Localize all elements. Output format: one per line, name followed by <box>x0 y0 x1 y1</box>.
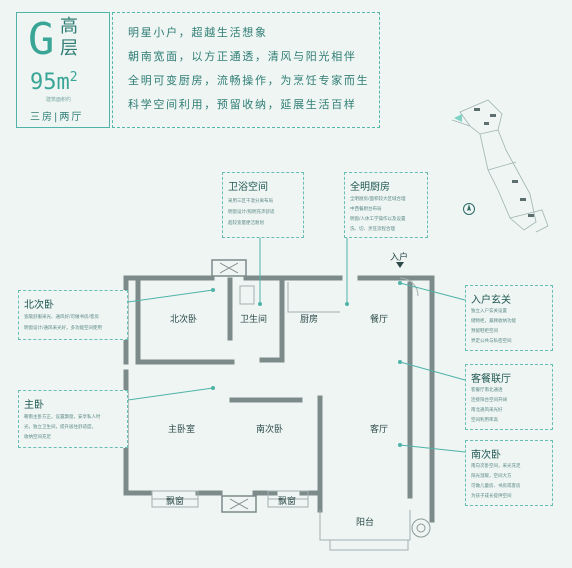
callout-line: 空间利用率高 <box>471 418 498 423</box>
callout-title: 主卧 <box>24 400 44 411</box>
feature-line: 科学空间利用，预留收纳，延展生活百样 <box>128 98 357 111</box>
compass-icon <box>463 203 475 215</box>
callout-bathroom <box>222 172 304 238</box>
area-unit-sup: 2 <box>69 70 78 85</box>
callout-line: 全明厨房/面积较大区域合理 <box>350 197 406 202</box>
callout-foyer <box>465 285 553 351</box>
site-plan-thumbnail <box>451 99 549 233</box>
air-conditioner-icon <box>221 495 257 513</box>
callout-master-bedroom <box>18 390 128 448</box>
callout-title: 全明厨房 <box>350 182 390 193</box>
callout-line: 采用三区干湿分离布局 <box>228 199 273 204</box>
room-balcony: 阳台 <box>356 518 375 528</box>
plant-icon <box>411 518 431 538</box>
callout-kitchen <box>344 172 428 238</box>
callout-north-bedroom <box>18 290 128 340</box>
area-number: 95m <box>30 70 70 95</box>
callout-line: 预留鞋柜空间 <box>471 329 498 334</box>
callout-line: 阳光温暖，空间大方 <box>471 474 512 479</box>
callout-line: 明窗设计/照明充沛舒适 <box>228 210 275 215</box>
callout-line: 南北通风采光好 <box>471 408 503 413</box>
room-master-bedroom: 主卧室 <box>168 425 196 435</box>
room-bathroom: 卫生间 <box>240 315 268 325</box>
callout-title: 南次卧 <box>471 450 501 461</box>
callout-line: 储物柜，兼顾收纳功能 <box>471 319 516 324</box>
callout-south-bedroom <box>465 440 553 506</box>
feature-box <box>112 12 380 128</box>
room-living: 客厅 <box>370 425 389 435</box>
entry-label: 入户 <box>390 253 409 263</box>
room-bay-window-right: 飘窗 <box>278 497 297 507</box>
callout-line: 独立入户玄关设置 <box>471 309 507 314</box>
callout-title: 入户玄关 <box>471 295 511 306</box>
room-south-bedroom: 南次卧 <box>256 425 284 435</box>
callout-title: 北次卧 <box>24 300 54 311</box>
callout-line: 洗、切、烹饪流程合理 <box>350 227 395 232</box>
layout-text: 三房|两厅 <box>30 112 84 123</box>
entry-arrow-icon <box>396 262 404 268</box>
callout-living-dining <box>465 364 553 430</box>
callout-line: 宽敞舒服采光、通风好/可做书房/客房 <box>24 315 100 320</box>
callout-line: 朝南主卧方正，设置飘窗，安享私人时 <box>24 415 101 420</box>
room-north-bedroom: 北次卧 <box>170 315 198 325</box>
callout-line: 中西餐厨台布局 <box>350 207 382 212</box>
callout-line: 客餐厅南北通透 <box>471 388 503 393</box>
room-bay-window-left: 飘窗 <box>166 497 185 507</box>
current-unit-marker <box>454 114 462 122</box>
callout-line: 明窗设计/通风采光好，多功能空间使用 <box>24 326 103 331</box>
type-badge <box>16 12 110 128</box>
callout-line: 可做儿童房、书房或客房 <box>471 484 521 489</box>
callout-line: 连接阳台空间开阔 <box>471 398 507 403</box>
callout-line: 超较宽量便洁耐划 <box>228 221 264 226</box>
callout-title: 卫浴空间 <box>228 182 268 193</box>
feature-line: 明星小户，超越生活想象 <box>128 26 268 39</box>
room-dining: 餐厅 <box>370 315 389 325</box>
area-value: 95m2 <box>30 70 78 95</box>
air-conditioner-icon <box>211 259 247 277</box>
callout-line: 南向次卧空间，采光充足 <box>471 464 521 469</box>
callout-line: 光，独立卫生间，提升居住舒适度， <box>24 425 96 430</box>
room-kitchen: 厨房 <box>300 315 319 325</box>
callout-title: 客餐联厅 <box>471 374 511 385</box>
callout-line: 收纳空间充足 <box>24 435 51 440</box>
feature-line: 全明可变厨房，流畅操作，为烹饪专家而生 <box>128 74 370 87</box>
area-subtitle: 建筑面积约 <box>46 97 72 103</box>
callout-line: 明窗/人体工学操作以及设置 <box>350 217 406 222</box>
feature-line: 朝南宽面，以方正通透，清风与阳光相伴 <box>128 50 357 63</box>
type-name: 高层 <box>60 16 79 59</box>
callout-line: 界定公共与私密空间 <box>471 339 512 344</box>
type-letter: G <box>28 14 55 65</box>
callout-line: 为孩子成长提供空间 <box>471 494 512 499</box>
